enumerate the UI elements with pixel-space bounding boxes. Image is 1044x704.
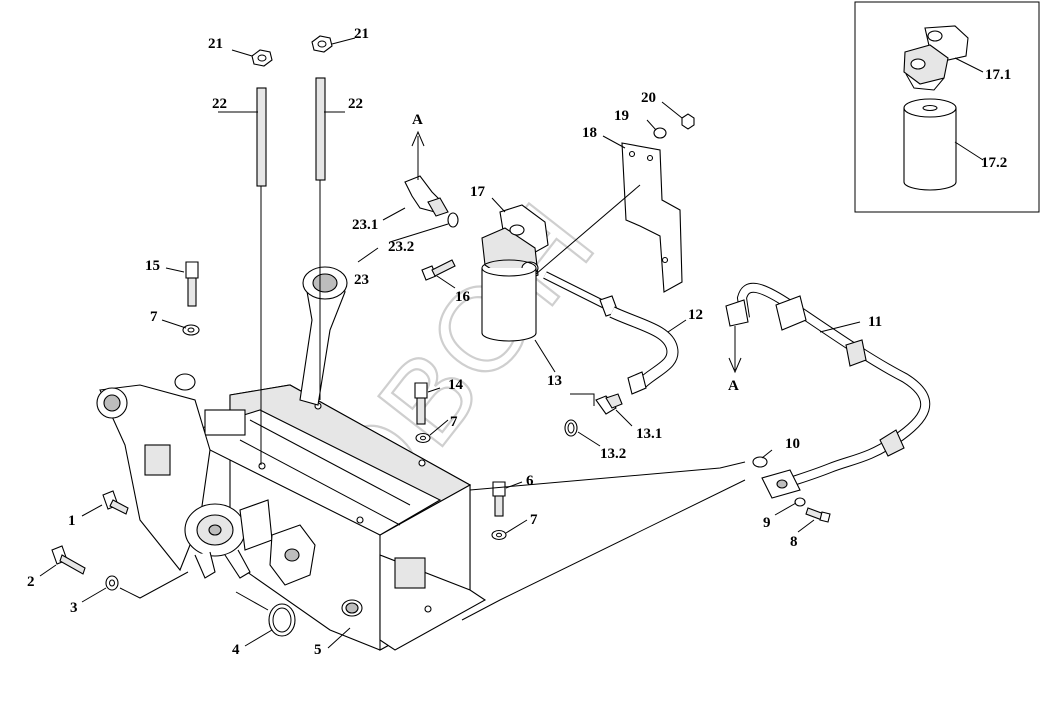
filter-assembly-part-17 bbox=[481, 204, 549, 342]
bolt-part-15 bbox=[185, 261, 199, 307]
arrow-a-top bbox=[411, 130, 425, 180]
label-4: 4 bbox=[232, 642, 240, 658]
label-1: 1 bbox=[68, 513, 76, 529]
label-19: 19 bbox=[614, 108, 629, 124]
nut-part-21a bbox=[251, 49, 273, 67]
label-7a: 7 bbox=[150, 309, 158, 325]
fitting-part-13-1 bbox=[595, 393, 623, 415]
label-6: 6 bbox=[526, 473, 534, 489]
flange-part-9 bbox=[761, 469, 801, 499]
label-2: 2 bbox=[27, 574, 35, 590]
seal-ring-part-13-2 bbox=[564, 419, 578, 437]
label-7c: 7 bbox=[530, 512, 538, 528]
label-16: 16 bbox=[455, 289, 471, 305]
o-ring-part-4 bbox=[268, 603, 296, 637]
label-17: 17 bbox=[470, 184, 486, 200]
label-18: 18 bbox=[582, 125, 597, 141]
filter-head-part bbox=[903, 25, 969, 91]
nut-part-20 bbox=[681, 113, 695, 130]
gasket-part-10 bbox=[752, 456, 768, 468]
washer-part-19 bbox=[653, 127, 667, 139]
filter-cartridge-part bbox=[903, 98, 957, 191]
label-12: 12 bbox=[688, 307, 703, 323]
label-11: 11 bbox=[868, 314, 882, 330]
label-arrow-a-top: A bbox=[412, 112, 423, 128]
leader-lines bbox=[39, 37, 861, 649]
label-23: 23 bbox=[354, 272, 369, 288]
bolt-part-16 bbox=[421, 259, 456, 281]
label-23-2: 23.2 bbox=[388, 239, 414, 255]
inset-frame bbox=[854, 1, 1040, 213]
label-13-1: 13.1 bbox=[636, 426, 662, 442]
elbow-fitting-part-23 bbox=[404, 175, 449, 217]
label-14: 14 bbox=[448, 377, 464, 393]
washer-part-7a bbox=[182, 324, 200, 336]
lever-arm-part bbox=[299, 266, 348, 406]
arrow-a-mid bbox=[728, 326, 742, 374]
bracket-part-18 bbox=[621, 142, 683, 293]
label-23-1: 23.1 bbox=[352, 217, 378, 233]
bolt-part-14 bbox=[414, 382, 428, 425]
stud-part-22b bbox=[315, 77, 326, 400]
washer-part-9 bbox=[794, 497, 806, 507]
label-17-1: 17.1 bbox=[985, 67, 1011, 83]
label-3: 3 bbox=[70, 600, 78, 616]
label-5: 5 bbox=[314, 642, 322, 658]
label-15: 15 bbox=[145, 258, 160, 274]
bolt-part-2 bbox=[51, 545, 86, 575]
label-8: 8 bbox=[790, 534, 798, 550]
stud-part-22a bbox=[256, 87, 267, 465]
label-22a: 22 bbox=[212, 96, 227, 112]
label-20: 20 bbox=[641, 90, 656, 106]
label-7b: 7 bbox=[450, 414, 458, 430]
label-arrow-a-mid: A bbox=[728, 378, 739, 394]
label-13: 13 bbox=[547, 373, 562, 389]
label-22b: 22 bbox=[348, 96, 363, 112]
housing-part bbox=[194, 384, 487, 651]
bolt-part-1 bbox=[102, 490, 129, 515]
label-21b: 21 bbox=[354, 26, 369, 42]
pipe-part-11 bbox=[725, 282, 931, 487]
nut-part-21b bbox=[311, 35, 333, 53]
label-13-2: 13.2 bbox=[600, 446, 626, 462]
label-10: 10 bbox=[785, 436, 800, 452]
hose-part-12 bbox=[543, 271, 679, 395]
washer-part-3 bbox=[105, 575, 119, 591]
seal-ring-part-23-2 bbox=[447, 212, 459, 228]
washer-part-7b bbox=[415, 432, 431, 444]
bolt-part-6 bbox=[492, 481, 506, 517]
label-21a: 21 bbox=[208, 36, 223, 52]
part-labels: 1 2 3 4 5 6 7 7 7 8 9 10 11 12 13 13.1 1… bbox=[27, 26, 1011, 658]
label-17-2: 17.2 bbox=[981, 155, 1007, 171]
actuator-part bbox=[184, 499, 273, 579]
side-bracket-part bbox=[96, 373, 211, 572]
label-9: 9 bbox=[763, 515, 771, 531]
bolt-part-8 bbox=[805, 507, 831, 523]
washer-part-7c bbox=[491, 529, 507, 541]
front-fitting-part bbox=[269, 524, 316, 586]
